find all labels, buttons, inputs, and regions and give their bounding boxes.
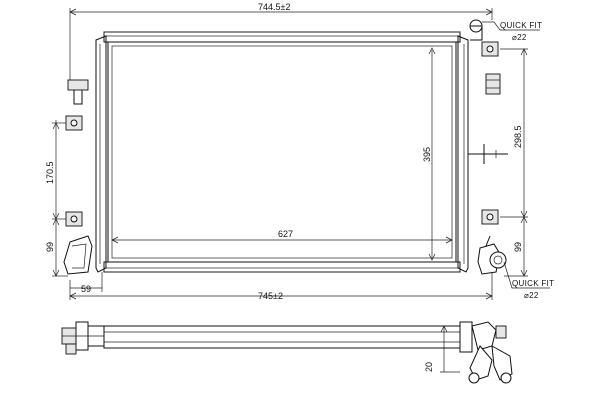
left-upper-dimension-label: 170.5	[45, 161, 55, 184]
bottom-quick-fit-diameter: ⌀22	[524, 291, 539, 300]
top-width-label: 744.5±2	[258, 2, 290, 12]
core-height-label: 395	[422, 147, 432, 162]
radiator-core	[107, 41, 457, 263]
left-lower-dimension-label: 99	[45, 242, 55, 252]
side-left-fittings	[61, 321, 105, 355]
bottom-frame	[103, 261, 461, 273]
core-width-label: 627	[278, 229, 293, 239]
bottom-quick-fit-label: QUICK FIT	[512, 279, 554, 288]
right-lower-dimension-label: 99	[513, 242, 523, 252]
top-quick-fit-label: QUICK FIT	[500, 21, 542, 30]
top-frame	[103, 31, 461, 43]
side-thickness-label: 20	[424, 362, 434, 372]
radiator-side-view	[61, 321, 513, 384]
right-lower-bracket	[477, 209, 507, 275]
left-upper-bracket	[65, 79, 89, 131]
side-core	[103, 325, 461, 349]
right-middle-connector	[468, 144, 508, 164]
radiator-front-view	[63, 19, 508, 275]
right-tank	[457, 35, 469, 273]
right-upper-bracket	[469, 19, 501, 95]
dimension-lines	[52, 8, 550, 300]
bottom-width-label: 745±2	[258, 291, 283, 301]
left-lower-bracket	[63, 211, 93, 275]
top-quick-fit-diameter: ⌀22	[512, 33, 527, 42]
side-right-fittings	[459, 321, 513, 384]
right-upper-dimension-label: 298.5	[513, 125, 523, 148]
left-tank	[95, 35, 107, 273]
left-bottom-dimension-label: 59	[81, 284, 91, 294]
